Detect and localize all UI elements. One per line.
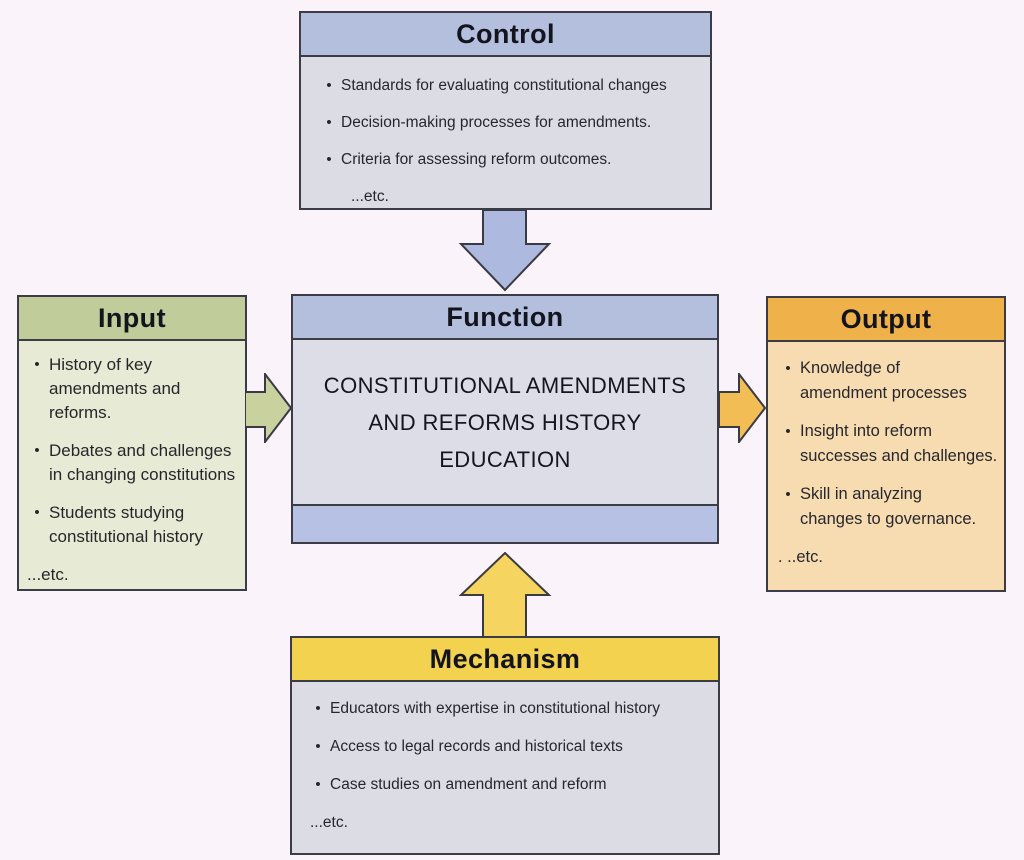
output-box: Output • Knowledge of amendment processe… bbox=[766, 296, 1006, 592]
bullet-icon: • bbox=[785, 486, 791, 503]
bullet-icon: • bbox=[34, 504, 40, 521]
function-text: CONSTITUTIONAL AMENDMENTS AND REFORMS HI… bbox=[323, 372, 687, 472]
input-box: Input • History of key amendments and re… bbox=[17, 295, 247, 591]
list-item-text: Debates and challenges in changing const… bbox=[49, 441, 236, 484]
bullet-icon: • bbox=[315, 776, 321, 793]
etc-label: . ..etc. bbox=[778, 548, 823, 566]
output-header: Output bbox=[768, 298, 1004, 342]
list-item-text: Criteria for assessing reform outcomes. bbox=[341, 151, 612, 168]
bullet-icon: • bbox=[326, 77, 332, 94]
bullet-icon: • bbox=[315, 738, 321, 755]
etc-label: ...etc. bbox=[310, 814, 348, 831]
mechanism-title: Mechanism bbox=[429, 643, 581, 674]
function-body: CONSTITUTIONAL AMENDMENTS AND REFORMS HI… bbox=[293, 340, 717, 504]
list-item-text: Decision-making processes for amendments… bbox=[341, 114, 652, 131]
mechanism-body: • Educators with expertise in constituti… bbox=[292, 682, 718, 853]
list-item: • Criteria for assessing reform outcomes… bbox=[317, 149, 702, 170]
function-to-output-arrow bbox=[719, 373, 766, 443]
right-arrow-icon bbox=[245, 373, 292, 443]
list-item: • Access to legal records and historical… bbox=[306, 736, 716, 757]
control-body: • Standards for evaluating constitutiona… bbox=[301, 57, 710, 208]
bullet-icon: • bbox=[34, 442, 40, 459]
bullet-icon: • bbox=[785, 360, 791, 377]
function-footer-band bbox=[293, 504, 717, 542]
bullet-icon: • bbox=[326, 151, 332, 168]
mechanism-to-function-arrow bbox=[458, 552, 552, 637]
up-arrow-icon bbox=[458, 552, 552, 637]
etc-label: ...etc. bbox=[27, 565, 69, 584]
mechanism-box: Mechanism • Educators with expertise in … bbox=[290, 636, 720, 855]
list-item: • Students studying constitutional histo… bbox=[25, 501, 243, 549]
list-item-text: Students studying constitutional history bbox=[49, 503, 204, 546]
input-to-function-arrow bbox=[245, 373, 292, 443]
right-arrow-icon bbox=[719, 373, 766, 443]
list-item: • Knowledge of amendment processes bbox=[776, 356, 1002, 406]
function-header: Function bbox=[293, 296, 717, 340]
control-to-function-arrow bbox=[458, 210, 552, 292]
function-box: Function CONSTITUTIONAL AMENDMENTS AND R… bbox=[291, 294, 719, 544]
input-header: Input bbox=[19, 297, 245, 341]
input-body: • History of key amendments and reforms.… bbox=[19, 341, 245, 589]
input-title: Input bbox=[98, 302, 166, 333]
mechanism-header: Mechanism bbox=[292, 638, 718, 682]
output-title: Output bbox=[840, 303, 932, 334]
list-item: • Skill in analyzing changes to governan… bbox=[776, 482, 1002, 532]
list-item: • Case studies on amendment and reform bbox=[306, 774, 716, 795]
bullet-icon: • bbox=[326, 114, 332, 131]
down-arrow-icon bbox=[458, 210, 552, 292]
list-item-text: Insight into reform successes and challe… bbox=[800, 422, 998, 465]
list-item: • Standards for evaluating constitutiona… bbox=[317, 75, 702, 96]
list-item-text: Skill in analyzing changes to governance… bbox=[800, 485, 977, 528]
control-box: Control • Standards for evaluating const… bbox=[299, 11, 712, 210]
bullet-icon: • bbox=[785, 423, 791, 440]
list-item: • Decision-making processes for amendmen… bbox=[317, 112, 702, 133]
control-title: Control bbox=[456, 18, 555, 49]
bullet-icon: • bbox=[34, 356, 40, 373]
function-title: Function bbox=[446, 301, 564, 332]
control-header: Control bbox=[301, 13, 710, 57]
list-item: • History of key amendments and reforms. bbox=[25, 353, 243, 425]
bullet-icon: • bbox=[315, 700, 321, 717]
list-item-text: Case studies on amendment and reform bbox=[330, 776, 607, 793]
list-item-text: Educators with expertise in constitution… bbox=[330, 700, 660, 717]
etc-label: ...etc. bbox=[351, 188, 389, 205]
output-body: • Knowledge of amendment processes • Ins… bbox=[768, 342, 1004, 590]
list-item: • Insight into reform successes and chal… bbox=[776, 419, 1002, 469]
list-item-text: History of key amendments and reforms. bbox=[49, 355, 181, 422]
list-item-text: Access to legal records and historical t… bbox=[330, 738, 623, 755]
list-item: • Debates and challenges in changing con… bbox=[25, 439, 243, 487]
list-item-text: Standards for evaluating constitutional … bbox=[341, 77, 667, 94]
list-item: • Educators with expertise in constituti… bbox=[306, 698, 716, 719]
list-item-text: Knowledge of amendment processes bbox=[800, 359, 967, 402]
